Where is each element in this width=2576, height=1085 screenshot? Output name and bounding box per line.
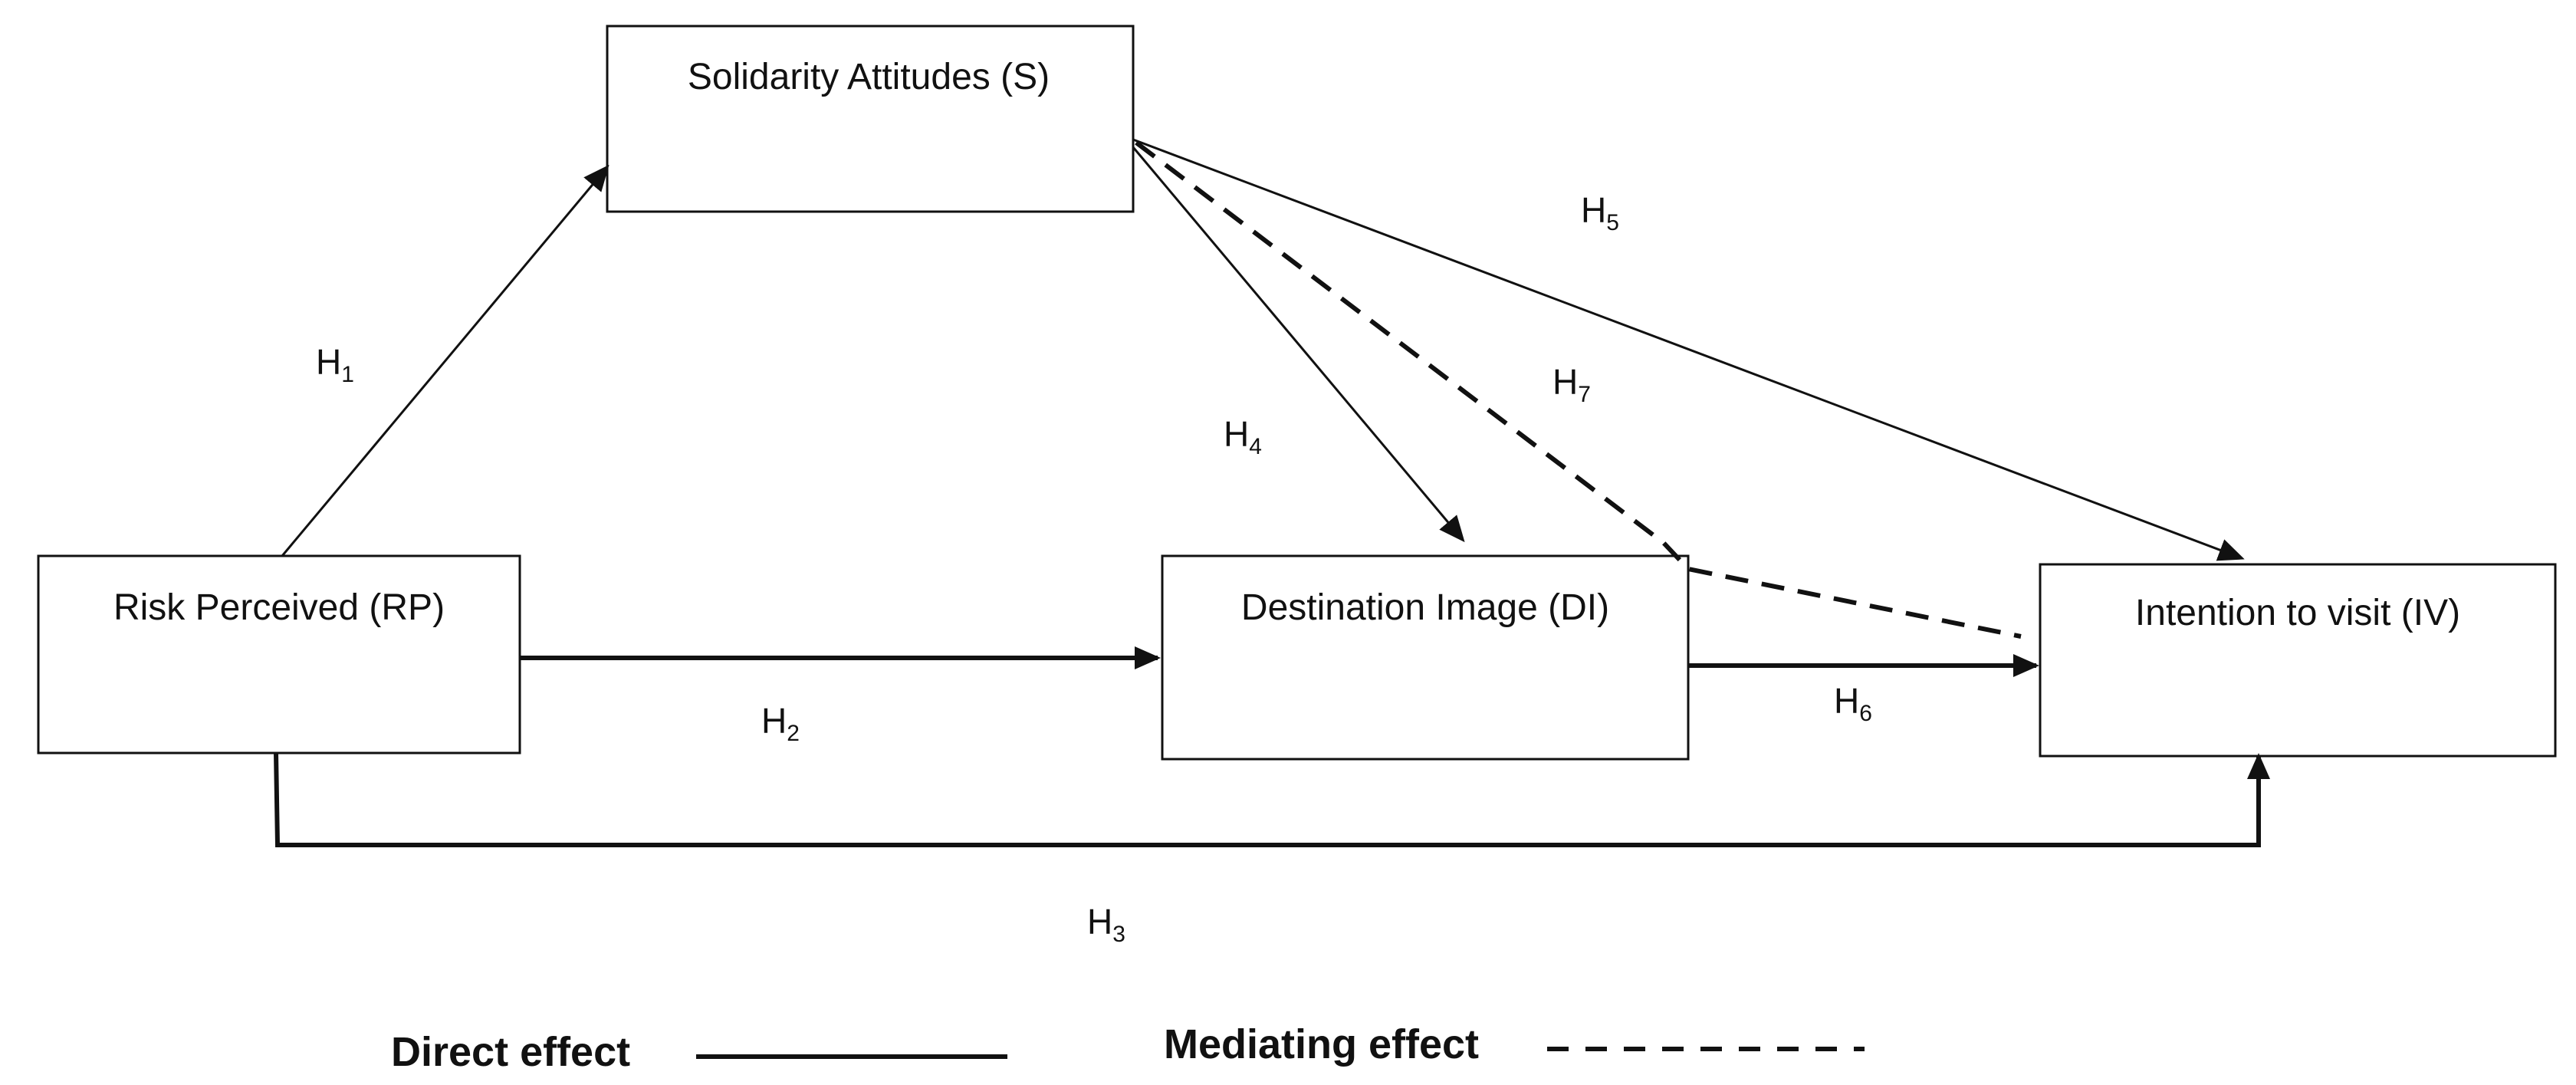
node-destination-label: Destination Image (DI) <box>1241 587 1609 628</box>
path-h1-arrow <box>281 164 610 557</box>
label-h6: H6 <box>1834 681 1872 726</box>
node-intention-label: Intention to visit (IV) <box>2135 593 2460 633</box>
legend-mediating-label: Mediating effect <box>1164 1021 1479 1067</box>
path-h4-arrow <box>1132 146 1465 543</box>
node-risk-perceived: Risk Perceived (RP) <box>37 554 521 755</box>
node-risk-label: Risk Perceived (RP) <box>113 587 445 628</box>
node-intention-box <box>2039 563 2557 758</box>
node-solidarity-attitudes: Solidarity Attitudes (S) <box>606 25 1135 213</box>
label-h2: H2 <box>761 701 800 746</box>
node-destination-image: Destination Image (DI) <box>1161 554 1690 761</box>
node-destination-box <box>1161 554 1690 761</box>
node-risk-box <box>37 554 521 755</box>
label-h3: H3 <box>1087 902 1125 947</box>
node-solidarity-box <box>606 25 1135 213</box>
node-solidarity-label: Solidarity Attitudes (S) <box>688 57 1050 97</box>
path-h5-arrow <box>1132 138 2245 561</box>
label-h7: H7 <box>1552 362 1591 407</box>
legend-direct-label: Direct effect <box>391 1029 630 1075</box>
legend: Direct effect Mediating effect <box>391 1021 1865 1075</box>
label-h5: H5 <box>1581 190 1619 235</box>
label-h1: H1 <box>316 342 354 387</box>
node-intention-to-visit: Intention to visit (IV) <box>2039 563 2557 758</box>
path-h7-mediating <box>1135 140 2022 639</box>
path-h3-arrow <box>274 752 2270 847</box>
label-h4: H4 <box>1224 414 1262 459</box>
